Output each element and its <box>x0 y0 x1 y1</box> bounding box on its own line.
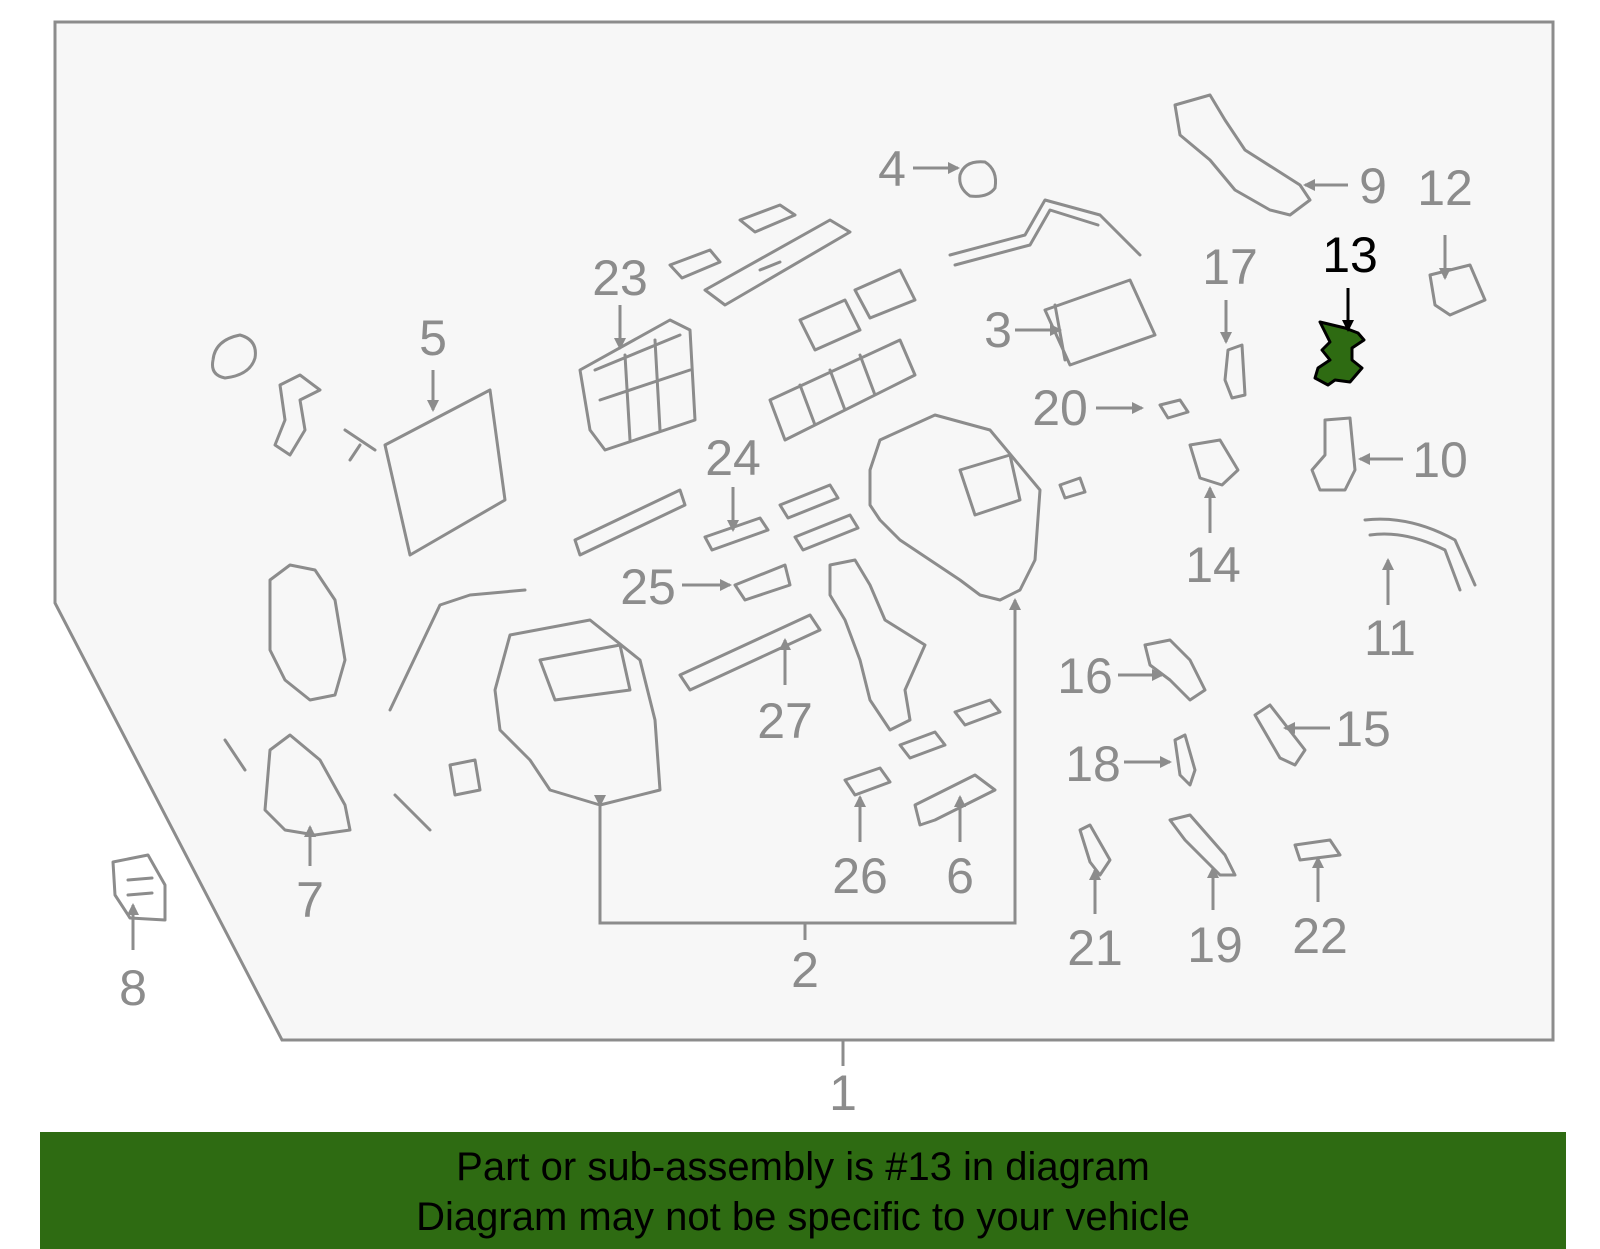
part-24-seal[interactable] <box>703 516 770 552</box>
part-14-cover[interactable] <box>1188 438 1240 487</box>
callout-21: 21 <box>1067 920 1123 976</box>
part-grommet[interactable] <box>211 333 257 380</box>
callout-9: 9 <box>1359 158 1387 214</box>
callout-12: 12 <box>1417 160 1473 216</box>
callout-1: 1 <box>829 1065 857 1121</box>
part-small-clip-left[interactable] <box>448 758 482 797</box>
part-7-blower-housing[interactable] <box>268 563 347 702</box>
part-upper-seal[interactable] <box>778 483 840 520</box>
part-22-clip[interactable] <box>1293 838 1342 862</box>
callout-27: 27 <box>757 693 813 749</box>
part-11-hose[interactable] <box>1363 517 1477 592</box>
callout-7: 7 <box>296 872 324 928</box>
part-mid-grille-1[interactable] <box>798 298 862 352</box>
callout-17: 17 <box>1202 239 1258 295</box>
callout-15: 15 <box>1335 701 1391 757</box>
part-10-valve[interactable] <box>1310 416 1357 492</box>
part-small-tab[interactable] <box>1058 476 1087 500</box>
callout-19: 19 <box>1187 917 1243 973</box>
callout-5: 5 <box>419 310 447 366</box>
callout-16: 16 <box>1057 648 1113 704</box>
part-16-duct[interactable] <box>1143 638 1207 702</box>
part-2-heater-case-upper[interactable] <box>868 413 1042 602</box>
callout-8: 8 <box>119 960 147 1016</box>
part-25-cover[interactable] <box>733 563 792 602</box>
callout-18: 18 <box>1065 736 1121 792</box>
callout-25: 25 <box>620 559 676 615</box>
part-23-vent-grille[interactable] <box>578 318 697 452</box>
part-5-evaporator[interactable] <box>343 388 507 557</box>
callout-2: 2 <box>791 942 819 998</box>
part-20-clip[interactable] <box>1158 398 1190 420</box>
info-banner: Part or sub-assembly is #13 in diagram D… <box>40 1132 1566 1249</box>
part-4-plug[interactable] <box>958 160 997 198</box>
part-13-highlighted[interactable] <box>1313 320 1366 387</box>
part-lower-pipe[interactable] <box>388 588 527 712</box>
callout-23: 23 <box>592 250 648 306</box>
part-7-actuator[interactable] <box>223 733 352 837</box>
part-long-duct[interactable] <box>573 488 687 557</box>
part-19-link[interactable] <box>1168 813 1237 877</box>
callout-14: 14 <box>1185 537 1241 593</box>
part-seal-b[interactable] <box>793 513 860 552</box>
callout-13: 13 <box>1322 227 1378 283</box>
callout-20: 20 <box>1032 380 1088 436</box>
part-top-long-plate[interactable] <box>703 218 852 307</box>
callout-22: 22 <box>1292 908 1348 964</box>
callout-3: 3 <box>984 302 1012 358</box>
part-mid-grille-2[interactable] <box>853 268 917 320</box>
part-left-bracket[interactable] <box>273 373 322 457</box>
callout-4: 4 <box>878 141 906 197</box>
part-top-plate-2[interactable] <box>668 248 722 280</box>
part-21-clip[interactable] <box>1078 823 1112 877</box>
part-center-rail[interactable] <box>768 338 917 442</box>
banner-line-1: Part or sub-assembly is #13 in diagram <box>456 1145 1150 1189</box>
callout-24: 24 <box>705 430 761 486</box>
part-12-sensor[interactable] <box>1428 263 1487 317</box>
leader-2 <box>594 598 1021 925</box>
assembly-outline <box>53 20 1555 1042</box>
part-15-duct[interactable] <box>1253 703 1307 767</box>
part-18-bracket[interactable] <box>1173 733 1197 787</box>
banner-line-2: Diagram may not be specific to your vehi… <box>416 1195 1190 1239</box>
callout-11: 11 <box>1364 610 1416 666</box>
part-3-pipes[interactable] <box>948 198 1142 267</box>
part-small-wire[interactable] <box>393 793 432 832</box>
callout-6: 6 <box>946 848 974 904</box>
callout-26: 26 <box>832 848 888 904</box>
part-top-plate-1[interactable] <box>738 203 797 234</box>
part-17-sensor[interactable] <box>1223 343 1247 400</box>
part-8-filter-door[interactable] <box>111 853 167 922</box>
callout-10: 10 <box>1412 432 1468 488</box>
part-9-duct[interactable] <box>1173 93 1312 217</box>
